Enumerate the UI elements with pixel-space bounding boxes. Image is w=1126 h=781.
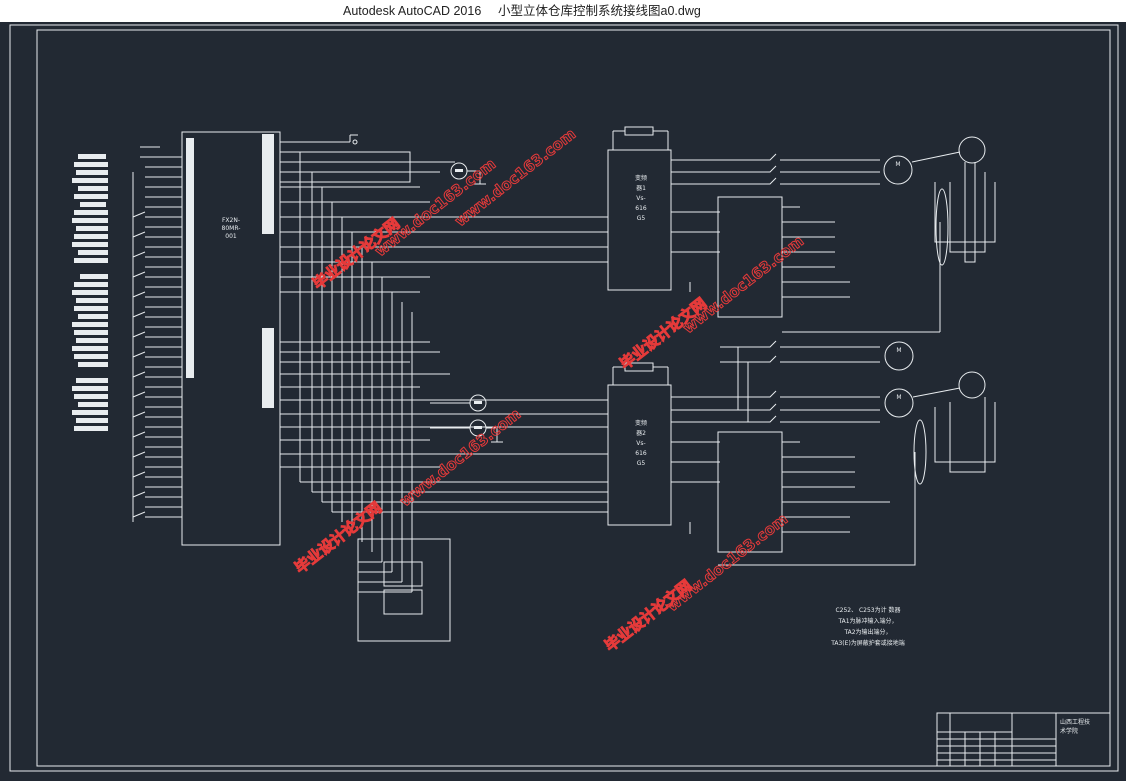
note-line-3: TA2为输出端分， xyxy=(843,628,891,636)
motor-2-label: M xyxy=(896,347,901,354)
note-line-2: TA1为脉冲输入端分， xyxy=(837,617,897,625)
inverter-1 xyxy=(607,149,672,291)
title-block xyxy=(936,712,1111,767)
encoder-2 xyxy=(958,371,986,399)
inverter-1-resistor xyxy=(624,126,654,136)
inv2-l4: 616 xyxy=(635,450,647,457)
inv1-l4: 616 xyxy=(635,205,647,212)
watermark-cn-3: 毕业设计论文网 xyxy=(291,498,385,577)
app-title: Autodesk AutoCAD 2016 xyxy=(343,4,482,18)
inv1-l2: 器1 xyxy=(636,185,646,192)
input-switch-ladder xyxy=(132,146,182,522)
note-line-1: C252、 C253为计 数器 xyxy=(835,606,900,614)
motor-3 xyxy=(884,388,914,418)
motor-2 xyxy=(884,341,914,371)
plc-model-2: 80MR- xyxy=(222,225,241,232)
inv2-l2: 器2 xyxy=(636,430,646,437)
watermark-url-5: www.doc163.com xyxy=(663,510,791,615)
encoder-1 xyxy=(958,136,986,164)
title-block-company-2: 术学院 xyxy=(1060,727,1078,735)
counter-unit xyxy=(357,538,451,642)
plc-model-3: 001 xyxy=(225,233,237,240)
watermark-layer: 毕业设计论文网 www.doc163.com www.doc163.com 毕业… xyxy=(291,124,808,655)
watermark-url-4: www.doc163.com xyxy=(396,405,524,510)
inverter-2 xyxy=(607,384,672,526)
motor-1 xyxy=(883,155,913,185)
title-block-company-1: 山西工程技 xyxy=(1060,718,1090,726)
inv2-l3: Vs- xyxy=(636,440,645,447)
watermark-url-3: www.doc163.com xyxy=(679,232,807,337)
inner-frame xyxy=(36,29,1111,767)
plc-block xyxy=(181,131,281,546)
note-line-4: TA3(E)为屏蔽护套或接地端 xyxy=(830,639,905,647)
inv1-l1: 变频 xyxy=(635,174,647,182)
inv1-l3: Vs- xyxy=(636,195,645,202)
inv2-l5: G5 xyxy=(637,460,646,467)
plc-terminals xyxy=(186,134,274,408)
io-label-column xyxy=(72,154,108,431)
watermark-cn-2: 毕业设计论文网 xyxy=(616,294,710,373)
inv1-l5: G5 xyxy=(637,215,646,222)
drawing-canvas[interactable]: FX2N- 80MR- 001 变频 器1 Vs- 616 G5 变频 器2 V… xyxy=(0,22,1126,781)
motor-1-label: M xyxy=(895,161,900,168)
plc-output-wiring xyxy=(280,134,608,593)
motor-3-label: M xyxy=(896,394,901,401)
inv2-l1: 变频 xyxy=(635,419,647,427)
pg-card-1 xyxy=(717,196,783,318)
plc-model-1: FX2N- xyxy=(222,217,240,224)
encoder-symbols xyxy=(430,162,503,443)
pg-card-2 xyxy=(717,431,783,553)
window-title-bar: Autodesk AutoCAD 2016 小型立体仓库控制系统接线图a0.dw… xyxy=(0,0,1126,22)
schematic-drawing: FX2N- 80MR- 001 变频 器1 Vs- 616 G5 变频 器2 V… xyxy=(9,24,1119,772)
counter-display xyxy=(383,561,423,615)
outer-frame xyxy=(9,24,1119,772)
file-name: 小型立体仓库控制系统接线图a0.dwg xyxy=(498,4,701,18)
